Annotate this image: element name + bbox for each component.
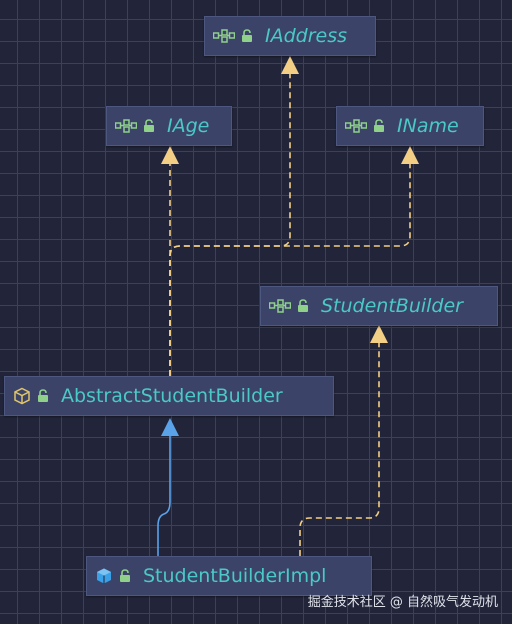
- edge-abstract-to-iname: [169, 160, 411, 376]
- arrowhead-iage: [161, 146, 179, 164]
- node-label: IAddress: [265, 25, 348, 47]
- node-label: IName: [397, 115, 459, 137]
- node-label: StudentBuilderImpl: [143, 565, 327, 587]
- lock-icon: [37, 389, 49, 403]
- node-student-builder[interactable]: StudentBuilder: [260, 286, 498, 326]
- interface-icon: [345, 119, 367, 133]
- arrowhead-iaddress: [281, 56, 299, 74]
- arrowhead-iname: [401, 146, 419, 164]
- node-iage[interactable]: IAge: [106, 106, 232, 146]
- lock-icon: [143, 119, 155, 133]
- interface-icon: [213, 29, 235, 43]
- node-iaddress[interactable]: IAddress: [204, 16, 376, 56]
- interface-icon: [115, 119, 137, 133]
- class-icon: [95, 567, 113, 585]
- node-abstract-student-builder[interactable]: AbstractStudentBuilder: [4, 376, 334, 416]
- arrowhead-studentbuilder: [370, 325, 388, 343]
- abstract-class-icon: [13, 387, 31, 405]
- edge-impl-to-abstract: [157, 434, 171, 556]
- interface-icon: [269, 299, 291, 313]
- node-student-builder-impl[interactable]: StudentBuilderImpl: [86, 556, 372, 596]
- lock-icon: [241, 29, 253, 43]
- node-label: IAge: [167, 115, 210, 137]
- lock-icon: [373, 119, 385, 133]
- node-label: StudentBuilder: [321, 295, 463, 317]
- watermark: 掘金技术社区 @ 自然吸气发动机: [307, 595, 498, 610]
- lock-icon: [119, 569, 131, 583]
- lock-icon: [297, 299, 309, 313]
- node-iname[interactable]: IName: [336, 106, 484, 146]
- edge-impl-to-studentbuilder: [299, 340, 380, 556]
- arrowhead-abstract: [161, 418, 179, 436]
- node-label: AbstractStudentBuilder: [61, 385, 283, 407]
